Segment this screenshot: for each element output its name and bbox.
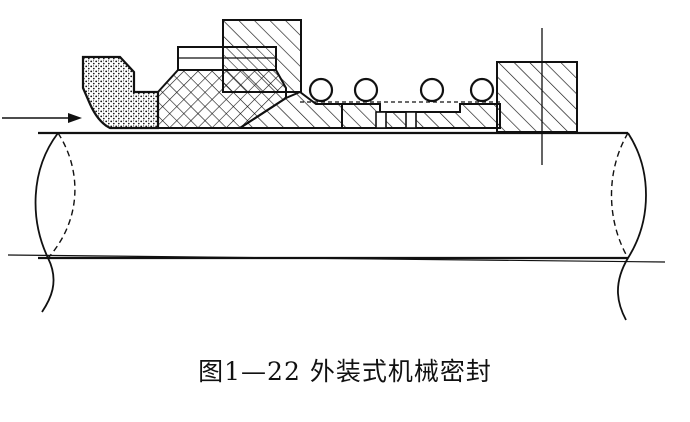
sleeve-slot-left [375, 111, 387, 129]
spring-coil-3 [419, 77, 445, 103]
shaft-right-break [617, 132, 647, 321]
mechanical-seal-drawing [2, 19, 666, 321]
secondary-seal-packing [157, 69, 287, 129]
spring-coil-4 [469, 77, 495, 103]
shaft [7, 131, 666, 321]
shaft-left-break [34, 132, 59, 313]
spring-sleeve [341, 103, 501, 129]
shaft-centerline [7, 254, 666, 263]
shaft-left-break-dashed [47, 132, 76, 259]
fixing-collar [496, 28, 578, 165]
shaft-right-break-dashed [610, 132, 629, 259]
flow-arrow [2, 113, 82, 123]
stationary-ring-stipple [81, 55, 160, 130]
sleeve-slot-right [405, 111, 417, 129]
spring-coil-1 [308, 77, 334, 103]
spring-coil-2 [353, 77, 379, 103]
figure-caption: 图1—22 外装式机械密封 [198, 357, 492, 386]
springs [300, 77, 500, 103]
